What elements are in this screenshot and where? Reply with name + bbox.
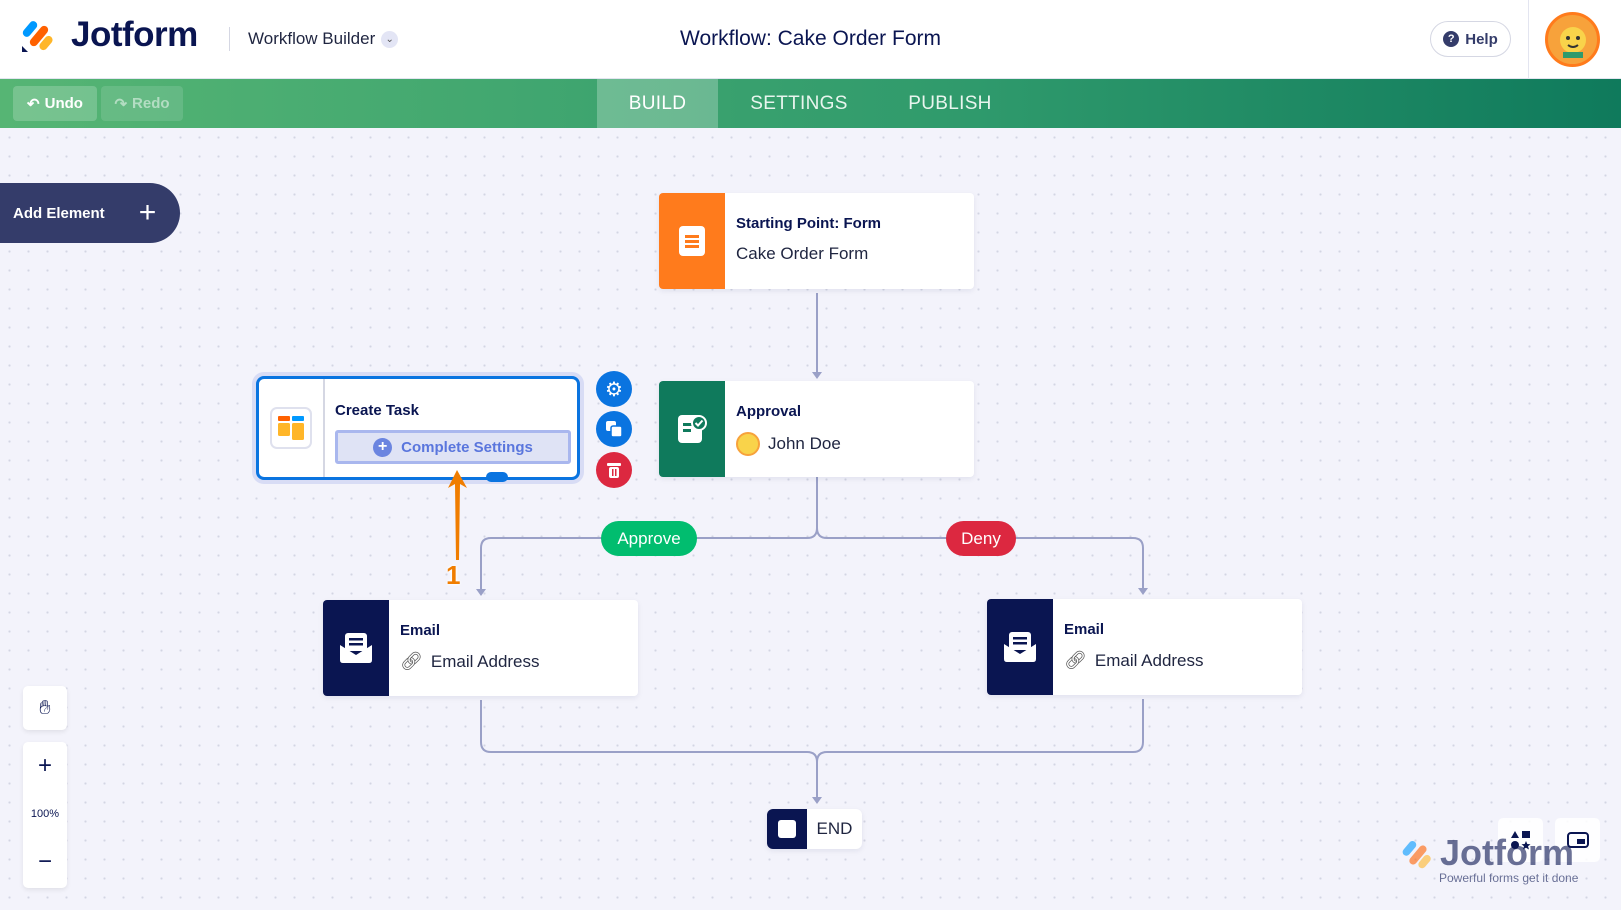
delete-node-button[interactable] (596, 452, 632, 488)
task-icon (259, 379, 325, 477)
node-subtitle: Email Address (1094, 650, 1204, 670)
complete-settings-label: Complete Settings (401, 438, 533, 456)
page-title: Workflow: Cake Order Form (680, 27, 941, 50)
minimap-icon (1566, 832, 1589, 848)
node-title: Email (400, 622, 441, 639)
email-icon (323, 600, 389, 696)
form-icon (659, 193, 725, 289)
node-create-task[interactable]: Create Task + Complete Settings (256, 376, 580, 480)
node-subtitle: Cake Order Form (736, 244, 869, 263)
plus-icon: + (37, 752, 52, 779)
divider (1528, 0, 1529, 79)
jotform-logo-icon[interactable] (20, 18, 56, 54)
add-element-button[interactable]: Add Element + (0, 183, 180, 243)
minus-icon: − (37, 848, 52, 875)
watermark-brand: Jotform (1440, 832, 1574, 873)
arrow-head (1138, 588, 1148, 595)
zoom-level: 100% (30, 808, 60, 820)
help-button[interactable]: ? Help (1430, 21, 1511, 57)
node-end[interactable]: END (767, 809, 862, 849)
zoom-out-button[interactable]: − (23, 838, 67, 886)
watermark-tagline: Powerful forms get it done (1439, 871, 1579, 885)
minimap-toggle-button[interactable] (1555, 818, 1600, 862)
redo-label: Redo (132, 95, 170, 112)
copy-icon (606, 421, 623, 438)
node-title: Email (1064, 621, 1105, 638)
duplicate-node-button[interactable] (596, 411, 632, 447)
plus-icon: + (138, 196, 157, 229)
tab-publish[interactable]: PUBLISH (908, 92, 992, 114)
header: Jotform Workflow Builder ⌄ Workflow: Cak… (0, 0, 1621, 79)
node-subtitle: Email Address (430, 651, 540, 671)
email-icon (987, 599, 1053, 695)
node-approval[interactable]: Approval John Doe (659, 381, 974, 477)
tab-settings[interactable]: SETTINGS (750, 92, 848, 114)
product-switcher[interactable]: Workflow Builder ⌄ (248, 29, 399, 49)
end-label: END (816, 819, 853, 838)
tab-build[interactable]: BUILD (597, 79, 718, 128)
trash-icon (607, 463, 621, 478)
link-icon: 🔗︎ (1064, 650, 1087, 670)
help-label: Help (1465, 30, 1498, 48)
divider (229, 27, 230, 51)
avatar[interactable] (1545, 12, 1600, 67)
toolbar (0, 79, 1621, 128)
node-title: Approval (736, 403, 802, 420)
connection-handle[interactable] (486, 472, 508, 482)
node-settings-button[interactable]: ⚙ (596, 371, 632, 407)
connector-deny (816, 527, 1144, 591)
node-title: Create Task (335, 402, 419, 419)
zoom-controls: + 100% − (23, 742, 67, 888)
arrow-head (812, 797, 822, 804)
node-email-approve[interactable]: Email 🔗︎ Email Address (323, 600, 638, 696)
annotation-arrow (448, 470, 467, 560)
redo-button[interactable]: ↷Redo (101, 86, 183, 121)
complete-settings-button[interactable]: + Complete Settings (335, 430, 571, 464)
question-icon: ? (1443, 31, 1460, 47)
chevron-down-icon: ⌄ (381, 30, 399, 48)
branch-deny[interactable]: Deny (946, 521, 1016, 556)
assignee-name: John Doe (768, 434, 841, 453)
arrow-head (476, 589, 486, 596)
brand-name: Jotform (71, 15, 198, 54)
shapes-icon (1510, 831, 1530, 850)
zoom-in-button[interactable]: + (23, 742, 67, 790)
arrow-head (812, 372, 822, 379)
redo-icon: ↷ (114, 95, 128, 113)
node-title: Starting Point: Form (736, 215, 881, 232)
approval-icon (659, 381, 725, 477)
add-element-label: Add Element (13, 204, 105, 222)
annotation-label: 1 (446, 560, 461, 590)
plus-circle-icon: + (373, 437, 393, 457)
node-email-deny[interactable]: Email 🔗︎ Email Address (987, 599, 1302, 695)
element-library-button[interactable] (1498, 818, 1543, 862)
stop-icon (767, 809, 807, 849)
undo-button[interactable]: ↶Undo (13, 86, 97, 121)
undo-icon: ↶ (27, 95, 40, 113)
product-switcher-label: Workflow Builder (248, 29, 376, 48)
jotform-logo-icon (1402, 840, 1431, 869)
hand-icon: ✋︎ (39, 696, 51, 719)
link-icon: 🔗︎ (400, 651, 423, 671)
undo-label: Undo (44, 95, 83, 112)
assignee-avatar (736, 432, 760, 456)
pan-tool-button[interactable]: ✋︎ (23, 686, 67, 730)
branch-approve[interactable]: Approve (601, 521, 697, 556)
gear-icon: ⚙ (605, 378, 623, 401)
connector-emails-end (480, 699, 1144, 800)
